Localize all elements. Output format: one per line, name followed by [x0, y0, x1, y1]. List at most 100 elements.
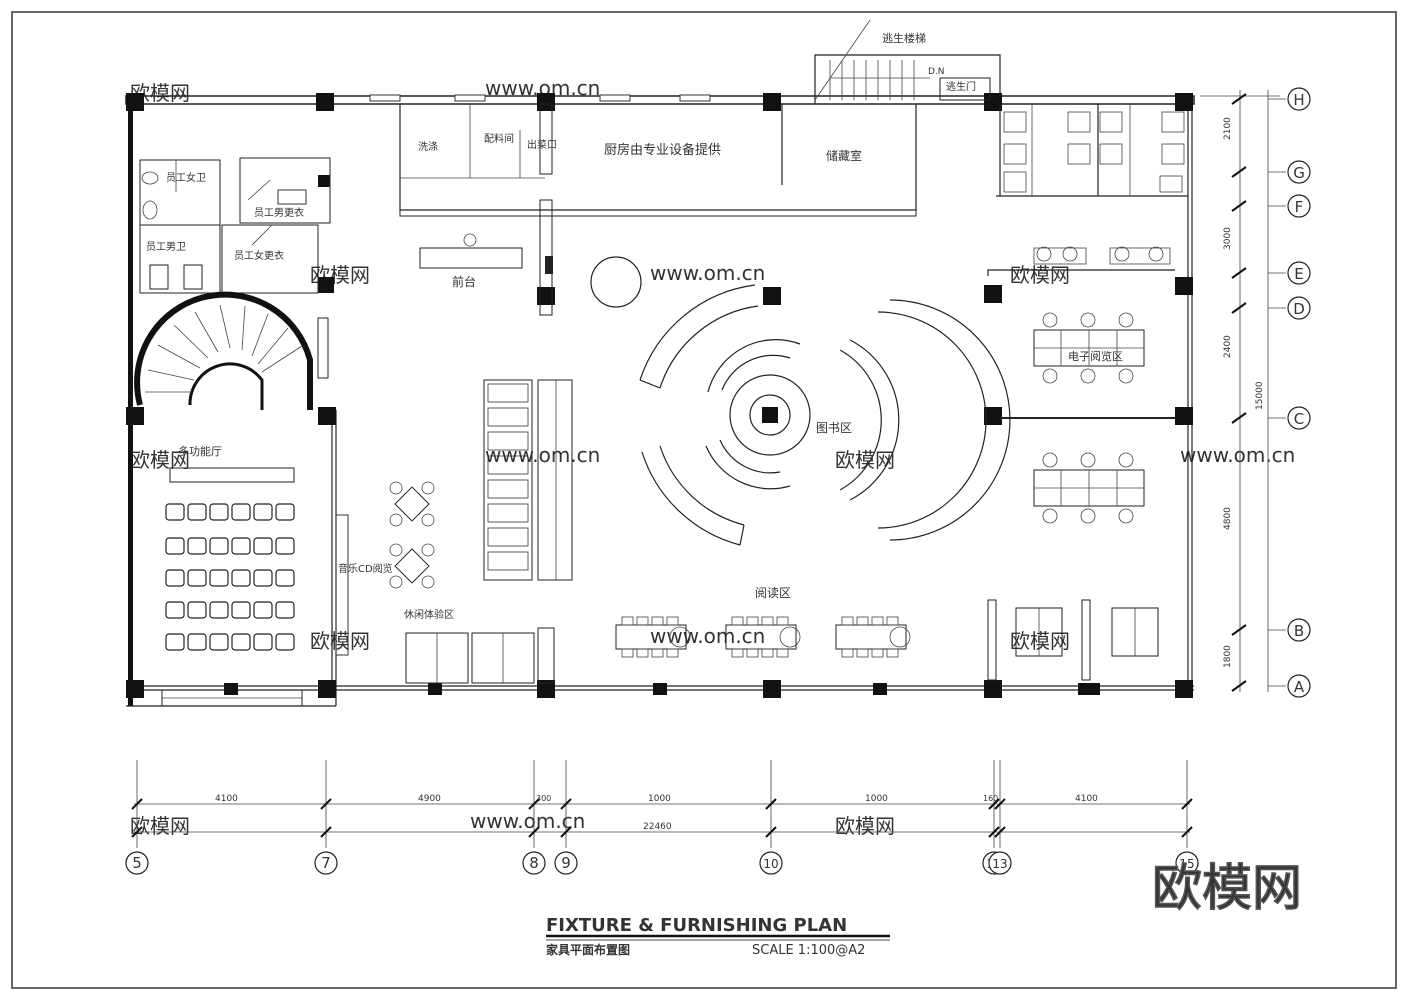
logo-watermark: 欧模网: [1152, 859, 1302, 917]
grid-row-label: H: [1293, 91, 1304, 109]
hall-seat: [275, 537, 295, 555]
cd-tables: 音乐CD阅览 休闲体验区: [338, 481, 555, 684]
leisure-area-label: 休闲体验区: [404, 608, 454, 621]
e-reading-chair: [1080, 312, 1096, 328]
reading-chair: [856, 616, 869, 626]
grid-col-bubble: [522, 851, 546, 875]
reading-chair: [841, 648, 854, 658]
hall-seat: [275, 633, 295, 651]
plan-scale: SCALE 1:100@A2: [752, 943, 865, 958]
grid-col-label: 15: [1179, 857, 1194, 871]
grid-row-bubble: [1287, 296, 1311, 320]
shelf-cell: [487, 383, 529, 403]
right-wing: 电子阅览区: [987, 104, 1188, 681]
row-tick: [1231, 302, 1247, 314]
e-reading-chair: [1080, 452, 1096, 468]
col-tick: [320, 798, 332, 810]
title-block: FIXTURE & FURNISHING PLAN 家具平面布置图 SCALE …: [546, 915, 890, 958]
e-reading-chair: [1042, 312, 1058, 328]
watermark-url-3: www.om.cn: [485, 443, 600, 467]
hall-seat: [275, 601, 295, 619]
row-tick: [1231, 680, 1247, 692]
col-tick: [994, 798, 1006, 810]
dim-h-total: 22460: [643, 822, 672, 832]
watermark-logo-3: 欧模网: [1010, 263, 1070, 287]
multi-function-hall: 多功能厅: [165, 444, 349, 656]
hall-seat: [253, 537, 273, 555]
top-windows: [369, 94, 711, 102]
hall-seat: [165, 537, 185, 555]
grid-col-bubble: [554, 851, 578, 875]
reading-chair: [871, 616, 884, 626]
drawing-border: [11, 11, 1397, 989]
col-tick: [131, 798, 143, 810]
grid-row-label: C: [1294, 410, 1304, 428]
grid-row-bubble: [1287, 406, 1311, 430]
serving-label: 出菜口: [527, 138, 557, 151]
reading-chair: [886, 648, 899, 658]
col-tick: [560, 826, 572, 838]
wash-label: 洗涤: [418, 140, 438, 153]
shelf-cell: [487, 455, 529, 475]
grid-row-bubble: [1287, 194, 1311, 218]
grid-row-label: D: [1293, 300, 1305, 318]
row-tick: [1231, 412, 1247, 424]
reading-chair: [886, 616, 899, 626]
structural-columns: [126, 93, 1193, 698]
grid-row-bubble: [1287, 160, 1311, 184]
reception-area: 前台: [419, 233, 642, 308]
col-tick: [1181, 798, 1193, 810]
outer-walls: [125, 95, 1195, 707]
escape-stair-label: 逃生楼梯: [882, 31, 926, 45]
grid-col-label: 5: [132, 854, 142, 872]
hall-seat: [253, 633, 273, 651]
dim-v-2: 2400: [1223, 335, 1233, 358]
grid-col-bubble: [125, 851, 149, 875]
reading-chair: [651, 648, 664, 658]
reading-chair: [746, 648, 759, 658]
grid-row-label: G: [1293, 164, 1305, 182]
dim-v-total: 15000: [1255, 381, 1265, 410]
shelf-cell: [487, 503, 529, 523]
dim-h-2: 300: [536, 794, 551, 803]
kitchen-label: 厨房由专业设备提供: [604, 142, 721, 158]
escape-stair: 逃生楼梯 D.N 逃生门: [814, 19, 1001, 104]
cd-area-label: 音乐CD阅览: [338, 562, 393, 575]
grid-row-bubble: [1287, 618, 1311, 642]
col-tick: [988, 826, 1000, 838]
hall-seat: [253, 503, 273, 521]
reading-chair: [841, 616, 854, 626]
dim-h-1: 4900: [418, 794, 441, 804]
reading-chair: [731, 616, 744, 626]
plan-title: FIXTURE & FURNISHING PLAN: [546, 915, 847, 936]
reading-chair: [636, 648, 649, 658]
staff-male-locker-label: 员工男更衣: [254, 206, 304, 219]
watermark-logo-9: 欧模网: [835, 814, 895, 838]
hall-seat: [209, 601, 229, 619]
reading-chair: [856, 648, 869, 658]
col-tick: [994, 826, 1006, 838]
dim-h-6: 4100: [1075, 794, 1098, 804]
hall-seat: [187, 569, 207, 587]
grid-row-label: B: [1294, 622, 1304, 640]
hall-seat: [231, 537, 251, 555]
shelf-cell: [487, 527, 529, 547]
grid-col-label: 7: [321, 854, 331, 872]
col-tick: [765, 798, 777, 810]
hall-seat: [187, 503, 207, 521]
row-tick: [1231, 267, 1247, 279]
reading-area-label: 阅读区: [755, 586, 791, 600]
plan-title-cn: 家具平面布置图: [546, 942, 630, 957]
col-tick: [988, 798, 1000, 810]
reception-label: 前台: [452, 274, 476, 289]
watermark-logo-8: 欧模网: [130, 814, 190, 838]
e-reading-chair: [1042, 452, 1058, 468]
reading-lamp: [669, 626, 691, 648]
multi-hall-label: 多功能厅: [178, 444, 222, 458]
watermark-url-5: www.om.cn: [650, 624, 765, 648]
col-tick: [765, 826, 777, 838]
grid-row-bubble: [1287, 261, 1311, 285]
grid-row-label: A: [1294, 678, 1305, 696]
hall-seat: [275, 503, 295, 521]
